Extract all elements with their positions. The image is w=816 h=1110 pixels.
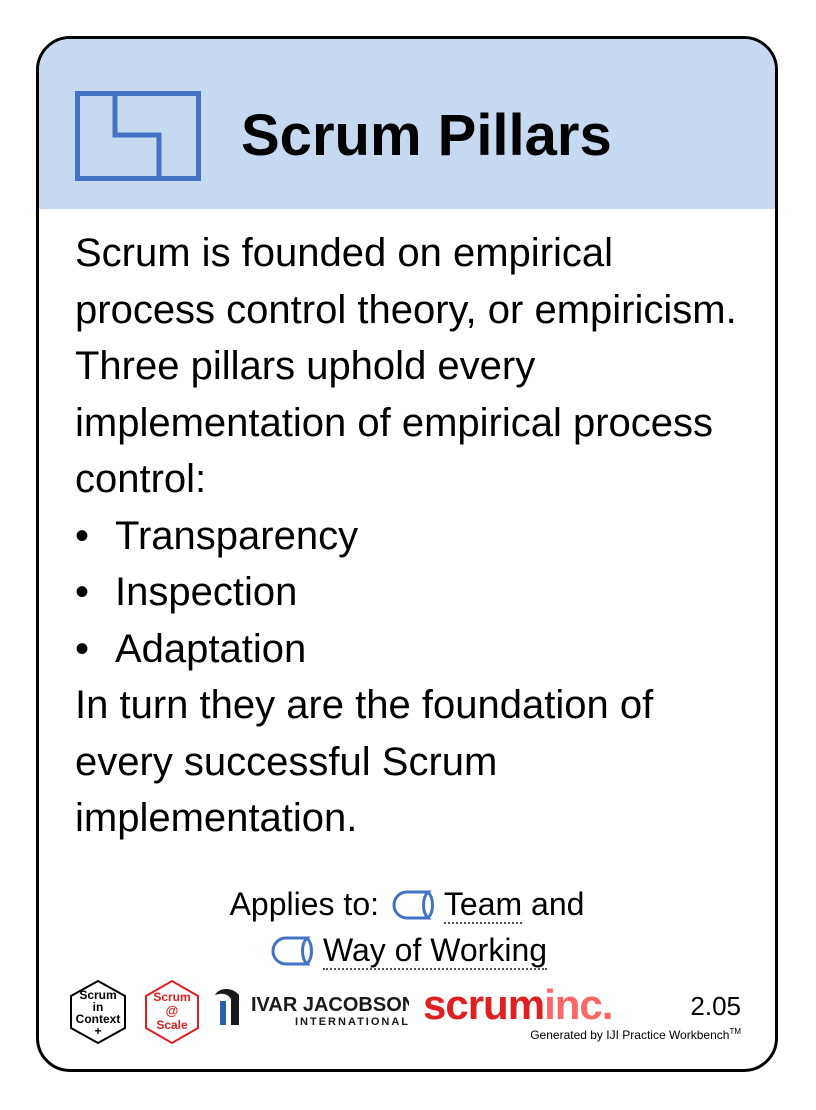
generated-by-text: Generated by IJI Practice WorkbenchTM [530, 1027, 741, 1042]
ivar-jacobson-logo: IVAR JACOBSON INTERNATIONAL [215, 989, 409, 1028]
scrum-in-context-logo: Scrum in Context + [70, 979, 126, 1045]
alpha-link-way-of-working[interactable]: Way of Working [322, 932, 548, 970]
conclusion-text: In turn they are the foundation of every… [75, 683, 654, 840]
card-version: 2.05 [690, 991, 741, 1021]
svg-text:IVAR JACOBSON: IVAR JACOBSON [251, 994, 409, 1016]
svg-text:INTERNATIONAL: INTERNATIONAL [295, 1016, 409, 1028]
svg-text:in: in [93, 1000, 104, 1014]
list-item: •Inspection [75, 564, 755, 621]
svg-text:Scrum: Scrum [79, 988, 116, 1002]
list-item: •Transparency [75, 508, 755, 565]
bullet-icon: • [75, 513, 90, 558]
applies-to: Applies to: Team and Way of Working [39, 881, 775, 973]
applies-to-label: Applies to: [229, 886, 379, 922]
pillar-list: •Transparency •Inspection •Adaptation [75, 508, 755, 678]
svg-text:Scrum: Scrum [153, 990, 190, 1004]
svg-text:+: + [94, 1024, 101, 1038]
card-title: Scrum Pillars [241, 103, 612, 168]
card-header: Scrum Pillars [39, 39, 775, 209]
card-body: Scrum is founded on empirical process co… [75, 225, 755, 847]
alpha-icon [271, 936, 313, 966]
practice-card: Scrum Pillars Scrum is founded on empiri… [36, 36, 778, 1072]
alpha-icon [392, 890, 434, 920]
card-footer: Scrum in Context + Scrum @ Scale IVAR JA… [39, 977, 775, 1057]
svg-text:Context: Context [76, 1012, 121, 1026]
alpha-link-team[interactable]: Team [443, 886, 523, 924]
intro-text: Scrum is founded on empirical process co… [75, 231, 737, 501]
svg-text:Scale: Scale [156, 1018, 188, 1032]
bullet-icon: • [75, 626, 90, 671]
scrum-at-scale-logo: Scrum @ Scale [145, 979, 199, 1045]
bullet-icon: • [75, 570, 90, 614]
list-item: •Adaptation [75, 621, 755, 678]
scruminc-logo: scruminc. [423, 981, 613, 1028]
svg-text:@: @ [166, 1003, 179, 1018]
applies-joiner: and [531, 886, 585, 922]
practice-pattern-icon [75, 91, 201, 181]
